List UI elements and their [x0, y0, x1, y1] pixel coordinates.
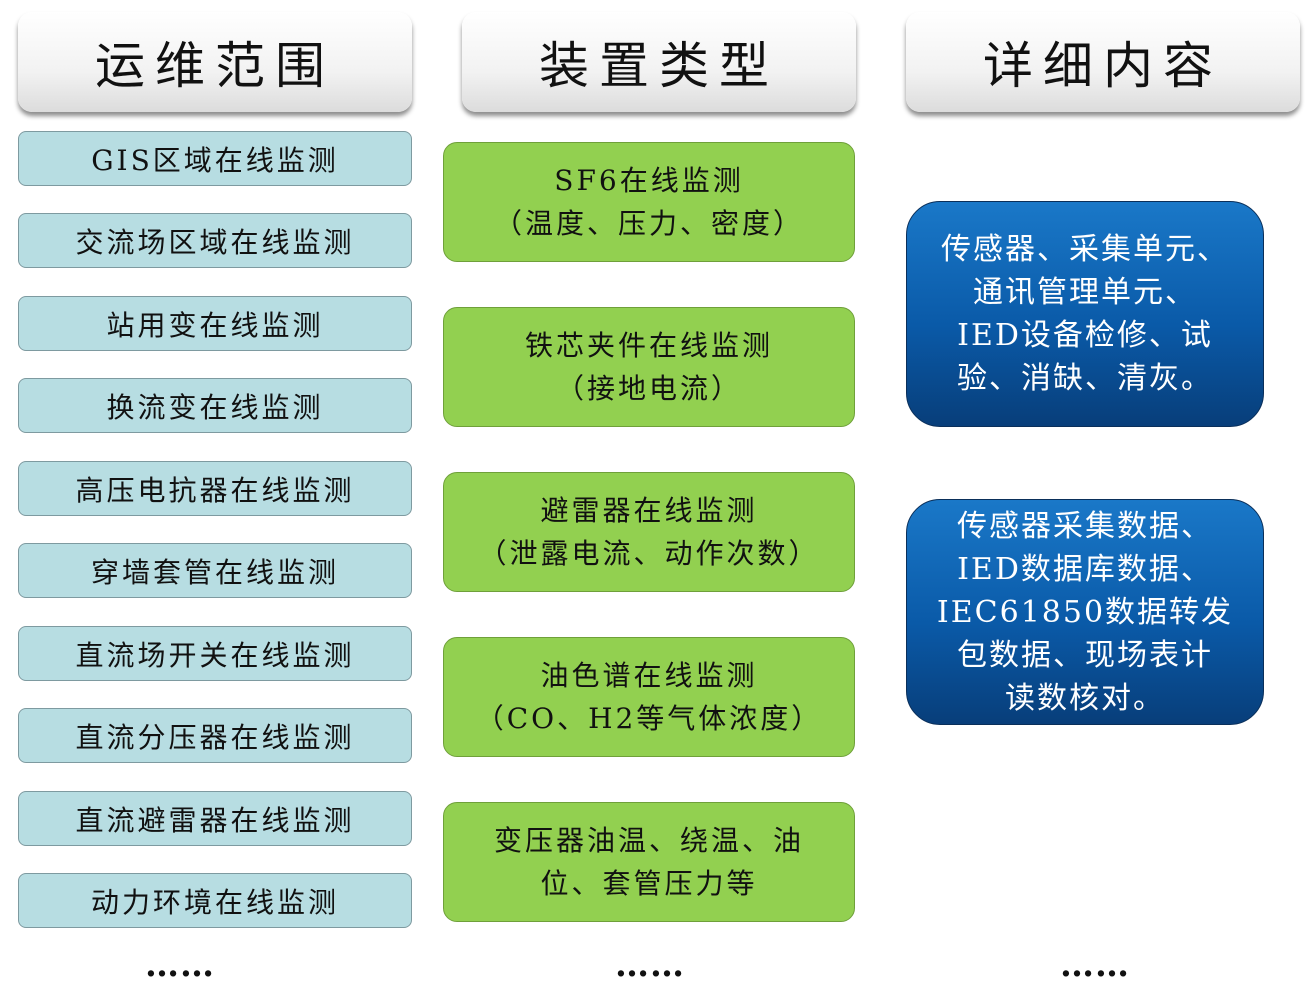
scope-item: 高压电抗器在线监测	[18, 461, 412, 516]
device-type-item: 避雷器在线监测 （泄露电流、动作次数）	[443, 472, 855, 592]
detail-data-verification: 传感器采集数据、 IED数据库数据、 IEC61850数据转发 包数据、现场表计…	[906, 499, 1264, 725]
scope-item: 直流避雷器在线监测	[18, 791, 412, 846]
header-scope: 运维范围	[18, 12, 412, 112]
ellipsis-details: ……	[1060, 945, 1130, 985]
scope-item: 站用变在线监测	[18, 296, 412, 351]
ellipsis-device: ……	[615, 945, 685, 985]
header-device-type: 装置类型	[462, 12, 856, 112]
scope-item: 穿墙套管在线监测	[18, 543, 412, 598]
header-details: 详细内容	[906, 12, 1300, 112]
ellipsis-scope: ……	[145, 945, 215, 985]
device-type-item: 油色谱在线监测 （CO、H2等气体浓度）	[443, 637, 855, 757]
device-type-item: 变压器油温、绕温、油 位、套管压力等	[443, 802, 855, 922]
scope-item: 直流分压器在线监测	[18, 708, 412, 763]
scope-item: 动力环境在线监测	[18, 873, 412, 928]
scope-item: GIS区域在线监测	[18, 131, 412, 186]
scope-item: 直流场开关在线监测	[18, 626, 412, 681]
detail-maintenance: 传感器、采集单元、 通讯管理单元、 IED设备检修、试 验、消缺、清灰。	[906, 201, 1264, 427]
device-type-item: SF6在线监测 （温度、压力、密度）	[443, 142, 855, 262]
scope-item: 换流变在线监测	[18, 378, 412, 433]
scope-item: 交流场区域在线监测	[18, 213, 412, 268]
device-type-item: 铁芯夹件在线监测 （接地电流）	[443, 307, 855, 427]
